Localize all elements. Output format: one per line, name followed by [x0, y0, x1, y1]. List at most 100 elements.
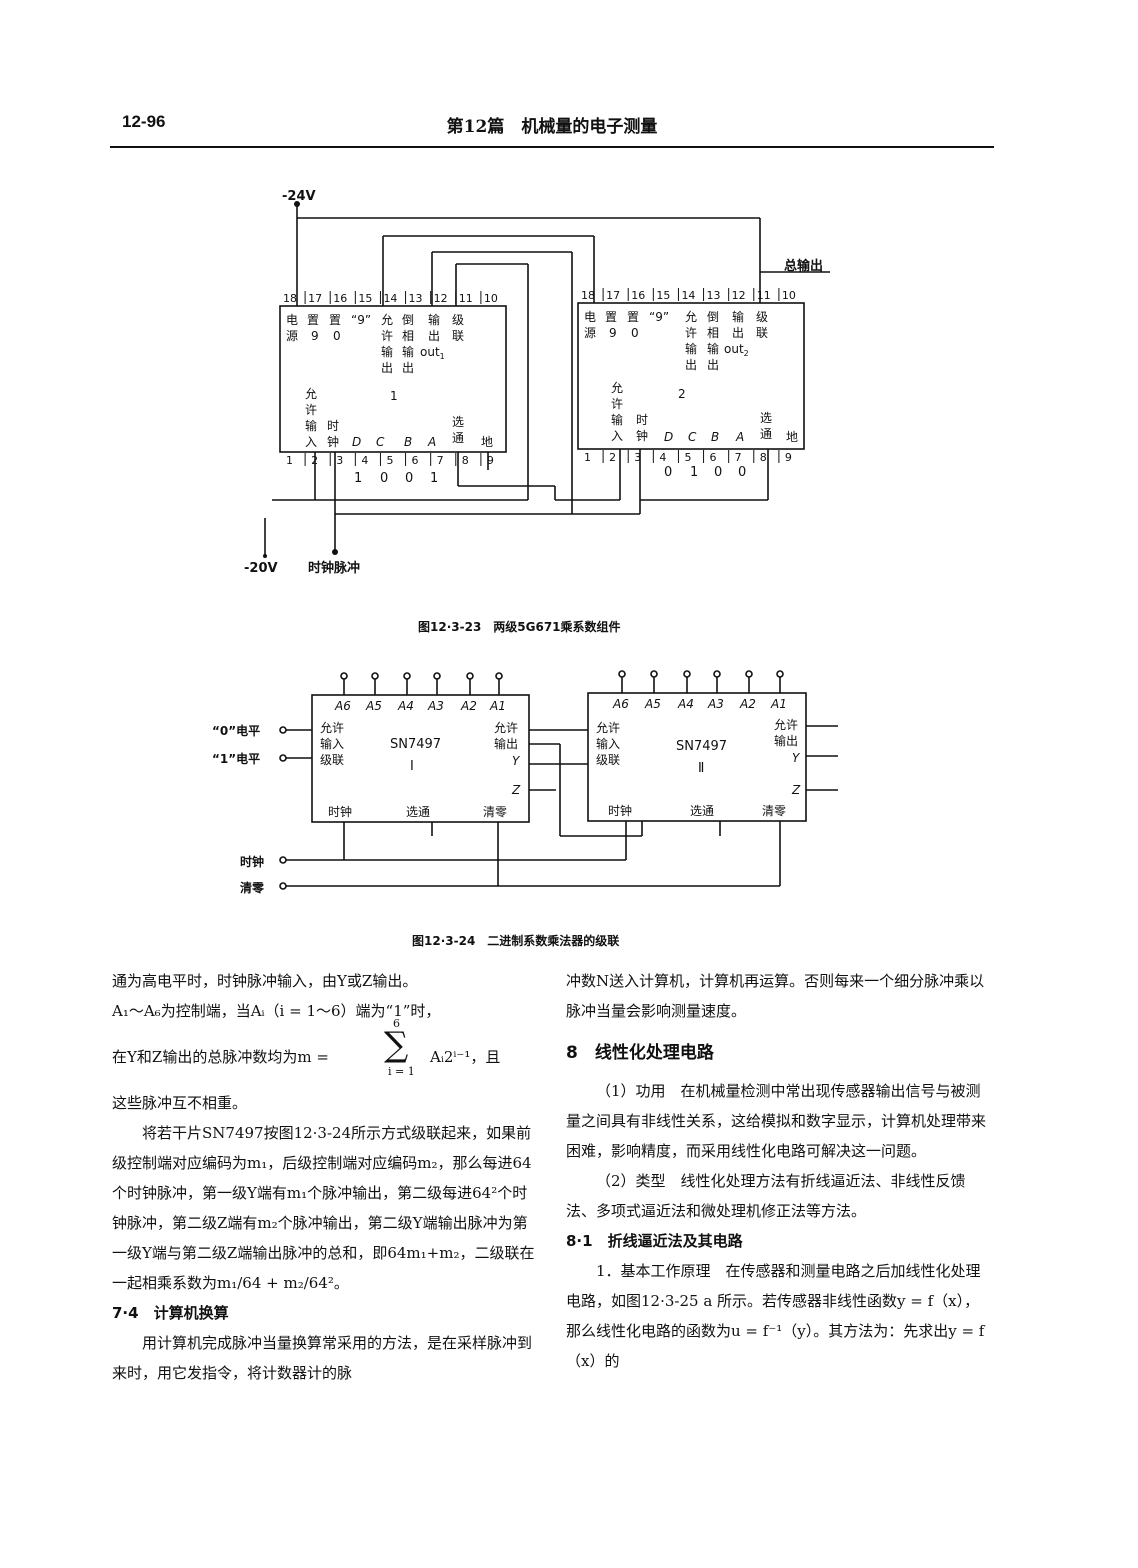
section-8-1-heading: 8·1 折线逼近法及其电路: [566, 1232, 743, 1250]
chip2-out: out2: [724, 342, 749, 358]
input-label: A5: [644, 697, 661, 711]
bottom-pin-3: 3: [336, 454, 343, 467]
bus-clear-label: 清零: [240, 880, 265, 895]
top-pin-10: 10: [782, 289, 796, 302]
svg-text:Y: Y: [792, 751, 801, 765]
svg-text:B: B: [711, 430, 719, 444]
svg-text:通: 通: [760, 427, 772, 441]
svg-text:出: 出: [707, 358, 719, 372]
svg-text:出: 出: [685, 358, 697, 372]
right-p3: （2）类型 线性化处理方法有折线逼近法、非线性反馈法、多项式逼近法和微处理机修正…: [566, 1172, 966, 1220]
page-number: 12-96: [122, 112, 166, 131]
svg-text:允: 允: [611, 380, 623, 395]
svg-text:Z: Z: [791, 783, 801, 797]
svg-text:Y: Y: [512, 754, 521, 768]
page-header: 12-96 第12篇 机械量的电子测量: [112, 112, 992, 140]
input-label: A4: [677, 697, 694, 711]
input-label: A2: [739, 697, 756, 711]
svg-text:输: 输: [381, 344, 393, 359]
section-7-4-heading: 7·4 计算机换算: [112, 1304, 229, 1322]
svg-text:输: 输: [611, 412, 623, 427]
top-pin-12: 12: [732, 289, 746, 302]
top-pin-12: 12: [434, 292, 448, 305]
bottom-pin-2: 2: [311, 454, 318, 467]
svg-text:Ⅱ: Ⅱ: [698, 761, 704, 776]
right-column: 冲数N送入计算机，计算机再运算。否则每来一个细分脉冲乘以脉冲当量会影响测量速度。…: [566, 966, 992, 1376]
top-pin-16: 16: [631, 289, 645, 302]
code-digit: 0: [738, 465, 746, 480]
svg-text:A: A: [735, 430, 744, 444]
svg-text:允许: 允许: [320, 720, 344, 735]
svg-text:输: 输: [732, 309, 744, 324]
code-digit: 0: [405, 471, 413, 486]
svg-text:相: 相: [707, 326, 719, 340]
top-pin-16: 16: [333, 292, 347, 305]
bottom-pin-1: 1: [584, 451, 591, 464]
svg-text:选: 选: [452, 415, 464, 429]
page-title: 第12篇 机械量的电子测量: [446, 117, 658, 137]
code-digit: 1: [430, 471, 438, 486]
input-terminal: [713, 670, 721, 678]
top-pin-11: 11: [459, 292, 473, 305]
bottom-pin-6: 6: [710, 451, 717, 464]
svg-text:置: 置: [307, 313, 319, 327]
level1-label: “1”电平: [212, 751, 260, 766]
svg-text:D: D: [352, 435, 361, 449]
input-terminal: [371, 672, 379, 680]
svg-text:出: 出: [402, 361, 414, 375]
chip1-box: [279, 305, 507, 453]
svg-text:选通: 选通: [690, 804, 714, 818]
svg-text:允: 允: [305, 386, 317, 401]
top-pin-14: 14: [681, 289, 695, 302]
header-rule: [110, 146, 994, 148]
svg-text:清零: 清零: [483, 805, 507, 819]
top-pin-10: 10: [484, 292, 498, 305]
bottom-pin-8: 8: [760, 451, 767, 464]
svg-text:电: 电: [584, 310, 596, 324]
svg-text:级: 级: [452, 313, 464, 327]
input-terminal: [776, 670, 784, 678]
svg-text:9: 9: [311, 329, 319, 343]
input-terminal: [340, 672, 348, 680]
code-digit: 0: [380, 471, 388, 486]
svg-text:清零: 清零: [762, 804, 786, 818]
svg-text:允许: 允许: [774, 717, 798, 732]
input-label: A1: [489, 699, 506, 713]
svg-text:C: C: [376, 435, 385, 449]
svg-text:许: 许: [611, 397, 623, 411]
clock-pulse-label: 时钟脉冲: [308, 560, 360, 576]
top-pin-13: 13: [409, 292, 423, 305]
input-label: A6: [334, 699, 351, 713]
input-label: A1: [770, 697, 787, 711]
top-pin-11: 11: [757, 289, 771, 302]
svg-text:倒: 倒: [707, 310, 719, 324]
top-pin-13: 13: [707, 289, 721, 302]
svg-text:允: 允: [685, 309, 697, 324]
svg-text:允许: 允许: [596, 720, 620, 735]
svg-text:D: D: [664, 430, 673, 444]
svg-text:倒: 倒: [402, 313, 414, 327]
level0-label: “0”电平: [212, 723, 260, 738]
svg-text:钟: 钟: [327, 434, 339, 449]
svg-text:选: 选: [760, 411, 772, 425]
svg-text:时钟: 时钟: [608, 803, 632, 818]
svg-text:时: 时: [636, 413, 648, 427]
chip2-id: 2: [678, 387, 686, 401]
svg-text:允: 允: [381, 312, 393, 327]
svg-text:C: C: [688, 430, 697, 444]
left-p3: 这些脉冲互不相重。: [112, 1094, 248, 1112]
svg-text:0: 0: [333, 329, 341, 343]
input-terminal: [745, 670, 753, 678]
figure2-caption: 图12·3-24 二进制系数乘法器的级联: [412, 934, 620, 948]
chip1-id: 1: [390, 389, 398, 403]
code-digit: 0: [714, 465, 722, 480]
top-pin-17: 17: [308, 292, 322, 305]
top-pin-18: 18: [283, 292, 297, 305]
bottom-pin-8: 8: [462, 454, 469, 467]
svg-text:置: 置: [329, 313, 341, 327]
